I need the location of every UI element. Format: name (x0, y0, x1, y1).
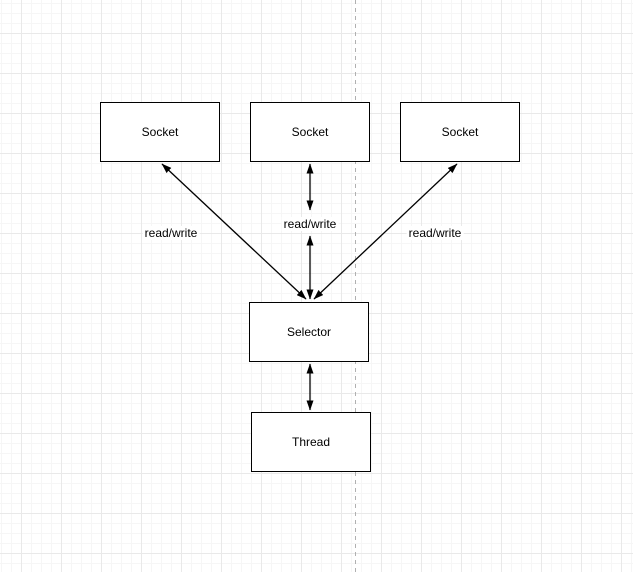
read-write-label-middle[interactable]: read/write (281, 217, 339, 231)
read-write-label-left[interactable]: read/write (142, 226, 200, 240)
node-socket-1[interactable]: Socket (100, 102, 220, 162)
node-label-thread: Thread (291, 435, 331, 449)
read-write-label-right[interactable]: read/write (406, 226, 464, 240)
node-label-socket-3: Socket (441, 125, 479, 139)
edge-socket1-selector[interactable] (161, 163, 307, 300)
node-socket-3[interactable]: Socket (400, 102, 520, 162)
node-socket-2[interactable]: Socket (250, 102, 370, 162)
node-selector[interactable]: Selector (249, 302, 369, 362)
node-label-socket-2: Socket (291, 125, 329, 139)
node-label-socket-1: Socket (141, 125, 179, 139)
node-thread[interactable]: Thread (251, 412, 371, 472)
node-label-selector: Selector (286, 325, 332, 339)
edge-socket3-selector[interactable] (313, 163, 458, 300)
